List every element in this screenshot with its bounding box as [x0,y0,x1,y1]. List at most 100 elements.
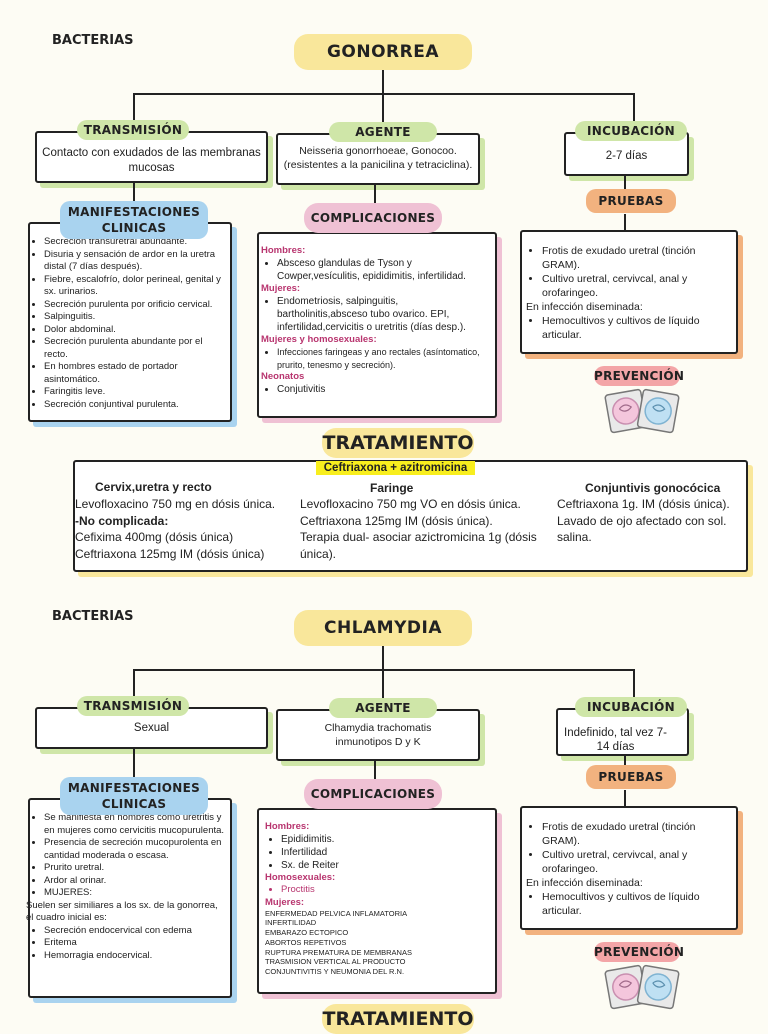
list-item: Hemorragia endocervical. [44,950,226,963]
list-item: RUPTURA PREMATURA DE MEMBRANAS [265,947,412,957]
complications-box: Hombres: Epididimitis. Infertilidad Sx. … [257,808,497,994]
treatment-col2: Levofloxacino 750 mg VO en dósis única. … [300,496,548,562]
category-label: BACTERIAS [52,609,134,624]
agent-text: Neisseria gonorrhoeae, Gonocoo. (resiste… [283,145,473,171]
manifestations-label: MANIFESTACIONES CLINICAS [60,201,208,239]
list-item: Salpinguitis. [44,311,226,324]
treatment-label: TRATAMIENTO [322,428,474,458]
list-item: MUJERES: [44,887,226,900]
treatment-line: Levofloxacino 750 mg en dósis única. [75,497,276,511]
list-item: Sx. de Reiter [281,859,491,872]
complications-label: COMPLICACIONES [304,779,442,809]
list-item: EMBARAZO ECTOPICO [265,928,349,938]
category-title: Mujeres: [265,896,305,908]
page-title: CHLAMYDIA [294,610,472,646]
treatment-line: Ceftriaxona 125mg IM (dósis única) [75,546,265,561]
treatment-line: Lavado de ojo afectado con sol. salina. [557,513,727,545]
list-item: Hemocultivos y cultivos de líquido artic… [542,890,732,918]
list-item: Frotis de exudado uretral (tinción GRAM)… [542,244,732,272]
transmission-text: Sexual [133,722,170,734]
condom-icon [604,388,680,434]
treatment-col3: Ceftriaxona 1g. IM (dósis única). Lavado… [557,496,737,546]
prevention-label: PREVENCIÓN [594,942,684,962]
treatment-highlight: Ceftriaxona + azitromicina [316,461,475,475]
list-item: Infecciones faringeas y ano rectales (as… [277,346,491,371]
category-title: Mujeres y homosexuales: [261,334,377,345]
incubation-label: INCUBACIÓN [575,697,687,717]
tests-note: En infección diseminada: [526,301,643,313]
list-item: Frotis de exudado uretral (tinción GRAM)… [542,820,732,848]
list-item: Secreción purulenta abundante por el rec… [44,336,226,361]
treatment-line: Ceftriaxona 125mg IM (dósis única). [300,513,493,528]
treatment-box: Cervix,uretra y recto Levofloxacino 750 … [73,460,748,572]
incubation-label: INCUBACIÓN [575,121,687,141]
list-item: Hemocultivos y cultivos de líquido artic… [542,314,732,342]
treatment-line: Ceftriaxona 1g. IM (dósis única). [557,497,730,511]
category-label: BACTERIAS [52,33,134,48]
list-item: INFERTILIDAD [265,918,317,928]
agent-label: AGENTE [329,698,437,718]
list-item: Infertilidad [281,846,491,859]
list-item: Secreción endocervical con edema [44,925,226,938]
tests-note: En infección diseminada: [526,877,643,889]
list-item: Fiebre, escalofrío, dolor perineal, geni… [44,274,226,299]
list-item: Conjutivitis [277,383,491,396]
list-item: Proctitis [281,884,491,897]
treatment-col1-title: Cervix,uretra y recto [95,480,212,494]
list-item: Dolor abdominal. [44,324,226,337]
manifestations-box: Secreción transuretral abundante. Disuri… [28,222,232,422]
list-item: Secreción conjuntival purulenta. [44,399,226,412]
transmission-label: TRANSMISIÓN [77,120,189,140]
list-item: Presencia de secreción mucopurolenta en … [44,837,226,862]
list-item: Ardor al orinar. [44,875,226,888]
tests-label: PRUEBAS [586,765,676,789]
treatment-col3-title: Conjuntivis gonocócica [585,481,721,495]
transmission-label: TRANSMISIÓN [77,696,189,716]
prevention-label: PREVENCIÓN [594,366,684,386]
category-title: Hombres: [261,245,306,256]
tests-box: Frotis de exudado uretral (tinción GRAM)… [520,230,738,354]
list-item: ABORTOS REPETIVOS [265,937,347,947]
agent-label: AGENTE [329,122,437,142]
treatment-line: Terapia dual- asociar azictromicina 1g (… [300,530,537,561]
treatment-label: TRATAMIENTO [322,1004,474,1034]
treatment-line: Cefixima 400mg (dósis única) [75,530,234,544]
category-title: Mujeres: [261,283,301,294]
list-item: Epididimitis. [281,833,491,846]
list-item: Se manifiesta en hombres como uretritis … [44,812,226,837]
list-item: Cultivo uretral, cervivcal, anal y orofa… [542,272,732,300]
list-item: CONJUNTIVITIS Y NEUMONIA DEL R.N. [265,967,405,977]
agent-text: Clhamydia trachomatis inmunotipos D y K [324,722,432,748]
manifestations-label: MANIFESTACIONES CLINICAS [60,777,208,815]
treatment-line: Levofloxacino 750 mg VO en dósis única. [300,497,521,511]
manifestations-box: Se manifiesta en hombres como uretritis … [26,798,232,998]
category-title: Hombres: [265,821,310,832]
manifestations-note: Suelen ser similiares a los sx. de la go… [26,899,218,924]
treatment-col2-title: Faringe [370,481,414,495]
transmission-text: Contacto con exudados de las membranas m… [42,147,261,174]
list-item: En hombres estado de portador asintomáti… [44,361,226,386]
list-item: ENFERMEDAD PELVICA INFLAMATORIA [265,908,408,918]
category-title: Homosexuales: [265,872,336,883]
list-item: Cultivo uretral, cervivcal, anal y orofa… [542,848,732,876]
incubation-text: Indefinido, tal vez 7-14 días [564,727,667,753]
list-item: Absceso glandulas de Tyson y Cowper,vesí… [277,257,491,283]
list-item: Endometriosis, salpinguitis, bartholinit… [277,295,491,334]
list-item: TRASMISION VERTICAL AL PRODUCTO [265,957,406,967]
complications-box: Hombres: Absceso glandulas de Tyson y Co… [257,232,497,418]
list-item: Faringitis leve. [44,386,226,399]
list-item: Disuria y sensación de ardor en la uretr… [44,249,226,274]
category-title: Neonatos [261,371,305,382]
incubation-text: 2-7 días [605,150,648,162]
list-item: Secreción transuretral abundante. [44,236,226,249]
list-item: Prurito uretral. [44,862,226,875]
complications-label: COMPLICACIONES [304,203,442,233]
condom-icon [604,964,680,1010]
page-title: GONORREA [294,34,472,70]
list-item: Eritema [44,937,226,950]
tests-label: PRUEBAS [586,189,676,213]
treatment-line: -No complicada: [75,513,169,528]
tests-box: Frotis de exudado uretral (tinción GRAM)… [520,806,738,930]
list-item: Secreción purulenta por orificio cervica… [44,299,226,312]
treatment-col1: Levofloxacino 750 mg en dósis única. -No… [75,496,299,562]
